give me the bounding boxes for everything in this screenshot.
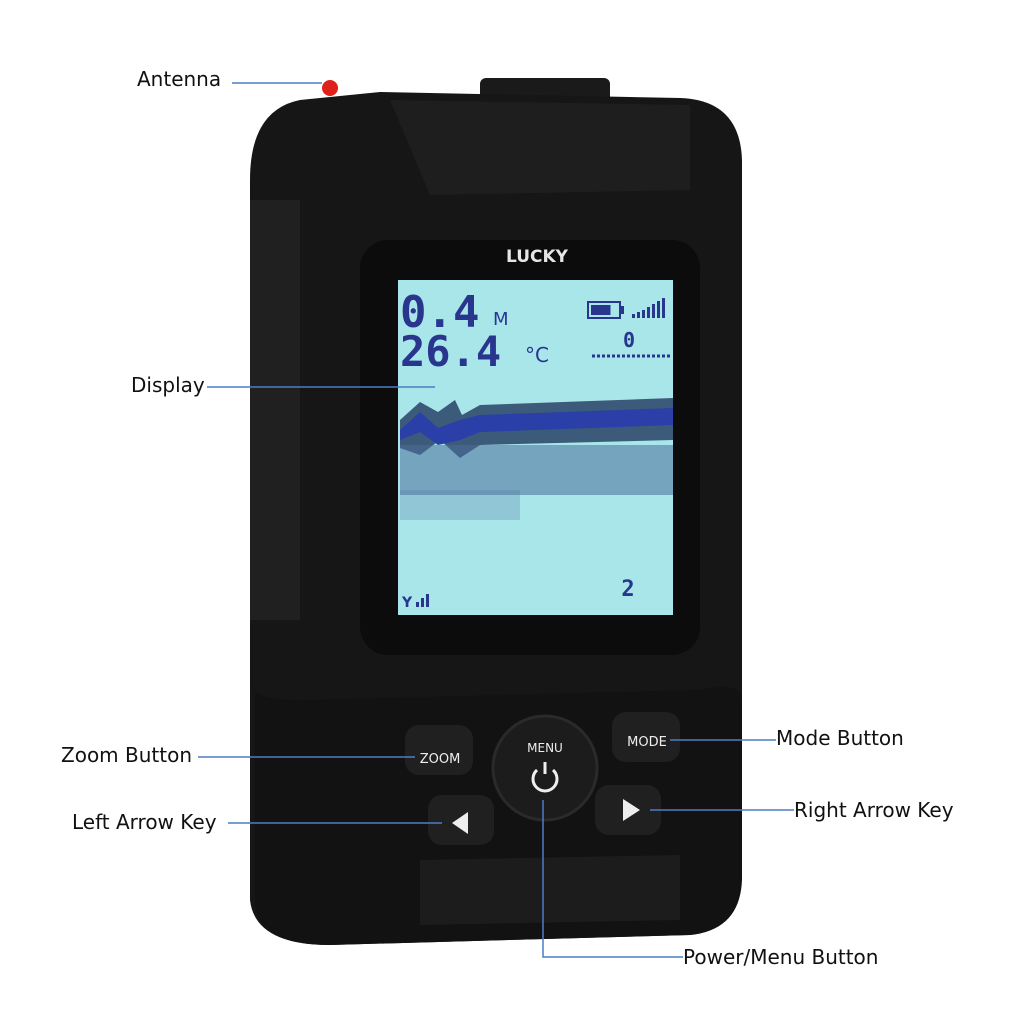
battery-icon bbox=[587, 301, 624, 319]
left-arrow-key-label: Left Arrow Key bbox=[72, 810, 217, 834]
brand-logo: LUCKY bbox=[506, 247, 569, 267]
power-icon bbox=[531, 762, 559, 793]
depth-value: 0.4 bbox=[400, 287, 479, 338]
temperature-unit: °C bbox=[525, 343, 549, 367]
zoom-button-label: Zoom Button bbox=[61, 743, 193, 767]
left-arrow-icon bbox=[452, 812, 468, 834]
svg-text:Y: Y bbox=[401, 595, 413, 611]
right-arrow-icon bbox=[623, 799, 640, 821]
bottom-line bbox=[400, 408, 673, 445]
antenna-label: Antenna bbox=[137, 67, 222, 91]
right-arrow-key[interactable] bbox=[595, 785, 661, 835]
svg-text:MODE: MODE bbox=[627, 735, 667, 750]
mode-button-label: Mode Button bbox=[776, 726, 904, 750]
svg-text:ZOOM: ZOOM bbox=[420, 752, 461, 767]
page-number: 2 bbox=[621, 577, 634, 602]
zoom-button[interactable]: ZOOM bbox=[405, 725, 473, 775]
antenna-signal-icon: Y bbox=[401, 594, 429, 611]
right-arrow-key-label: Right Arrow Key bbox=[794, 798, 954, 822]
bottom-scatter bbox=[400, 445, 673, 495]
depth-unit: M bbox=[493, 309, 509, 330]
svg-text:MENU: MENU bbox=[527, 741, 563, 755]
sonar-signal-icon bbox=[632, 298, 665, 318]
callout-lines bbox=[198, 82, 794, 958]
temperature-value: 26.4 bbox=[400, 327, 501, 376]
power-menu-button-label: Power/Menu Button bbox=[683, 945, 879, 969]
left-arrow-key[interactable] bbox=[428, 795, 494, 845]
display-label: Display bbox=[131, 373, 205, 397]
mode-button[interactable]: MODE bbox=[612, 712, 680, 762]
power-menu-button[interactable]: MENU bbox=[491, 714, 599, 822]
fish-depth-value: 0 bbox=[623, 328, 635, 352]
display: 0.4 M 26.4 °C 0 Y 2 bbox=[398, 280, 673, 615]
antenna-tip bbox=[322, 80, 338, 96]
